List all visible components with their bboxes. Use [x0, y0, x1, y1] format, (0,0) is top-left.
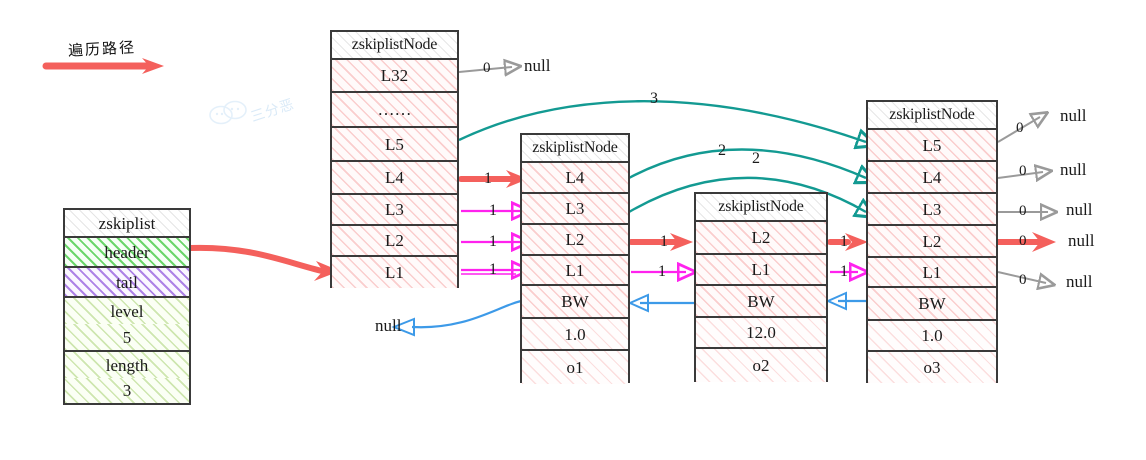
o2-l2-to-o3-arrow [827, 233, 868, 251]
span-o3-l4-null: 0 [1019, 163, 1027, 179]
node-header-title: zskiplistNode [332, 32, 457, 60]
node-o1: zskiplistNode L4 L3 L2 L1 BW 1.0 o1 [520, 133, 630, 384]
zskiplist-row-level-value: 5 [65, 324, 189, 352]
node-o3-level-L4[interactable]: L4 [868, 162, 996, 194]
null-label-o3-l4: null [1060, 160, 1087, 179]
null-label-o3-l5: null [1060, 106, 1087, 125]
header-l4-to-o1-arrow [458, 170, 528, 188]
node-o1-obj: o1 [522, 351, 628, 384]
zskiplist-row-level-label: level [65, 298, 189, 324]
null-label-o1-backward: null [375, 316, 402, 335]
zskiplist-row-length-label: length [65, 352, 189, 378]
node-o2-level-L2[interactable]: L2 [696, 222, 826, 255]
node-header: zskiplistNode L32 …… L5 L4 L3 L2 L1 [330, 30, 459, 288]
node-o2-obj: o2 [696, 349, 826, 382]
span-header-l3-o1: 1 [489, 202, 497, 219]
node-header-level-L2[interactable]: L2 [332, 226, 457, 257]
span-o2-l1-o3: 1 [840, 263, 848, 280]
node-o3: zskiplistNode L5 L4 L3 L2 L1 BW 1.0 o3 [866, 100, 998, 383]
node-o1-level-L4[interactable]: L4 [522, 163, 628, 194]
span-o2-l2-o3: 1 [840, 233, 848, 250]
zskiplist-struct: zskiplist header tail level 5 length 3 [63, 208, 191, 405]
node-header-level-L3[interactable]: L3 [332, 195, 457, 226]
span-header-l2-o1: 1 [489, 233, 497, 250]
span-o3-l1-null: 0 [1019, 272, 1027, 288]
watermark-text: 三分恶 [248, 96, 297, 126]
node-o2-title: zskiplistNode [696, 194, 826, 222]
traversal-path-arrow [42, 58, 164, 74]
node-o2-backward[interactable]: BW [696, 286, 826, 318]
chat-bubbles-icon [209, 100, 247, 125]
node-o3-level-L5[interactable]: L5 [868, 130, 996, 162]
node-o1-score: 1.0 [522, 319, 628, 351]
node-header-level-L32[interactable]: L32 [332, 60, 457, 93]
node-header-level-L4[interactable]: L4 [332, 162, 457, 195]
node-o3-obj: o3 [868, 352, 996, 383]
node-o3-level-L2[interactable]: L2 [868, 226, 996, 258]
span-o3-l5-null: 0 [1016, 120, 1024, 136]
node-header-level-ellipsis: …… [332, 93, 457, 128]
null-label-header-l32: null [524, 56, 551, 75]
o1-l4-to-o3-arrow [628, 148, 866, 179]
node-o3-score: 1.0 [868, 321, 996, 352]
traversal-path-label: 遍历路径 [67, 38, 137, 60]
o1-backward-null-arrow [391, 298, 527, 337]
node-o3-level-L1[interactable]: L1 [868, 258, 996, 288]
o3-backward-to-o2-arrow [825, 291, 866, 311]
zskiplist-row-length-value: 3 [65, 378, 189, 405]
zskiplist-row-tail[interactable]: tail [65, 268, 189, 298]
span-header-l32-null: 0 [483, 60, 491, 76]
span-o3-l2-null: 0 [1019, 233, 1027, 249]
node-o2-score: 12.0 [696, 318, 826, 349]
span-o1-l4-o3: 2 [718, 142, 726, 159]
null-label-o3-l2: null [1068, 231, 1095, 250]
node-o3-level-L3[interactable]: L3 [868, 194, 996, 226]
node-o3-backward[interactable]: BW [868, 288, 996, 321]
span-o3-l3-null: 0 [1019, 203, 1027, 219]
span-o1-l3-o3: 2 [752, 150, 760, 167]
zskiplist-row-header[interactable]: header [65, 238, 189, 268]
span-o1-l1-o2: 1 [658, 263, 666, 280]
node-header-level-L1[interactable]: L1 [332, 257, 457, 288]
zskiplist-title: zskiplist [65, 210, 189, 238]
span-header-l5-o3: 3 [650, 90, 658, 107]
node-o1-level-L3[interactable]: L3 [522, 194, 628, 225]
header-pointer-arrow [187, 244, 340, 281]
node-o1-level-L1[interactable]: L1 [522, 256, 628, 286]
node-header-level-L5[interactable]: L5 [332, 128, 457, 162]
span-header-l1-o1: 1 [489, 261, 497, 278]
null-label-o3-l1: null [1066, 272, 1093, 291]
node-o2-level-L1[interactable]: L1 [696, 255, 826, 286]
node-o1-level-L2[interactable]: L2 [522, 225, 628, 256]
null-label-o3-l3: null [1066, 200, 1093, 219]
node-o1-backward[interactable]: BW [522, 286, 628, 319]
span-header-l4-o1: 1 [484, 170, 492, 187]
node-o1-title: zskiplistNode [522, 135, 628, 163]
node-o2: zskiplistNode L2 L1 BW 12.0 o2 [694, 192, 828, 382]
node-o3-title: zskiplistNode [868, 102, 996, 130]
o3-l2-null-arrow [995, 232, 1056, 252]
watermark: 三分恶 [208, 96, 316, 144]
span-o1-l2-o2: 1 [660, 233, 668, 250]
o2-backward-to-o1-arrow [627, 293, 694, 313]
